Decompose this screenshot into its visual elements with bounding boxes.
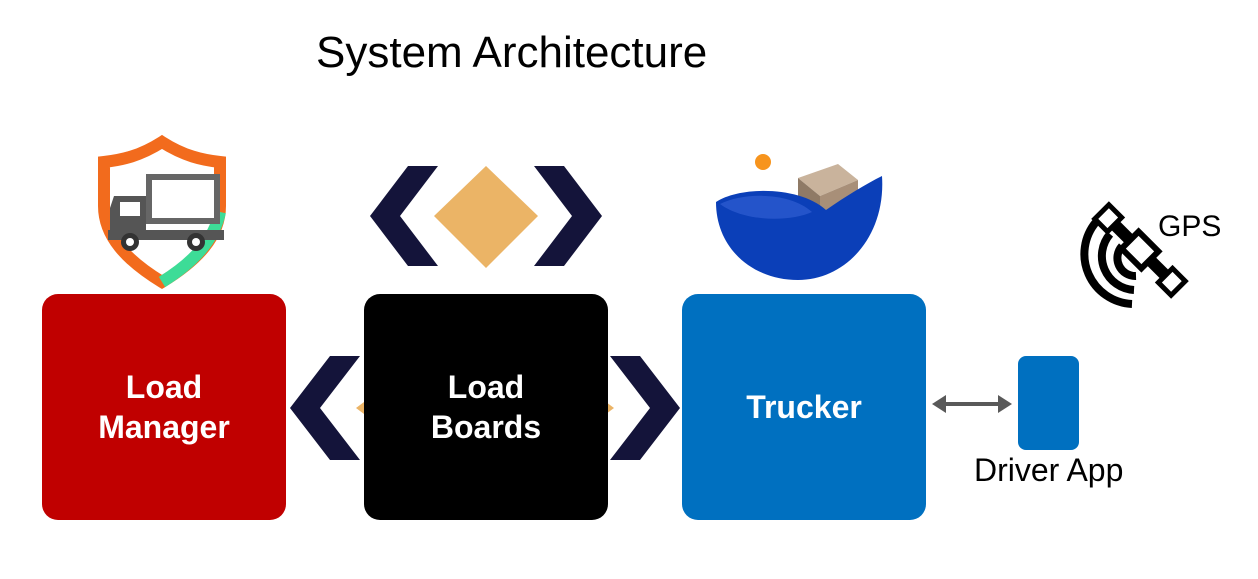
gps-label: GPS: [1158, 210, 1222, 243]
diagram-title: System Architecture: [316, 28, 708, 77]
trucker-label: Trucker: [746, 389, 862, 425]
load-manager-label-line1: Load: [125, 369, 203, 405]
load-boards-label-line1: Load: [447, 369, 525, 405]
load-boards-node: Load Boards: [364, 294, 608, 520]
driver-app-phone-icon: [1018, 356, 1079, 450]
driver-app-label: Driver App: [974, 452, 1124, 488]
trucker-node: Trucker: [682, 294, 926, 520]
load-manager-label-line2: Manager: [98, 409, 230, 445]
load-manager-node: Load Manager: [42, 294, 286, 520]
bowl-boxes-icon: [716, 154, 883, 280]
chevron-icon-right: [598, 356, 680, 460]
code-brackets-icon: [370, 166, 602, 268]
satellite-icon: [1080, 201, 1189, 308]
load-boards-label-line2: Boards: [430, 409, 542, 445]
chevron-icon-left: [290, 356, 372, 460]
double-arrow-icon: [932, 395, 1012, 413]
shield-truck-icon: [98, 134, 226, 290]
